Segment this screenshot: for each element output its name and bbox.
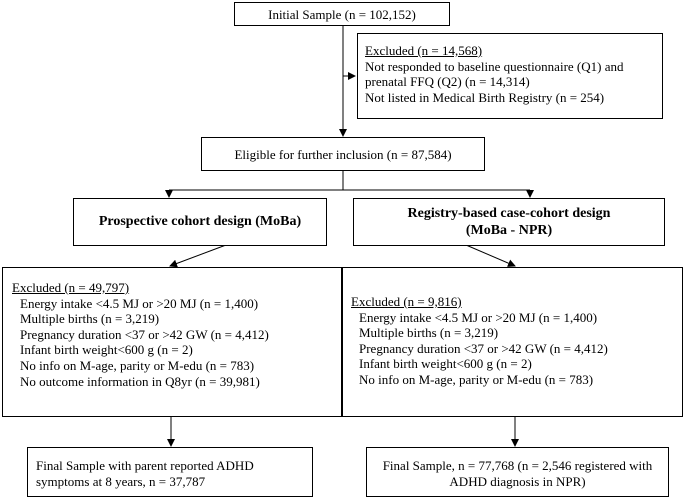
arrow-right-design-to-excluded	[465, 244, 516, 267]
final-left-box: Final Sample with parent reported ADHD s…	[27, 447, 313, 497]
final-right-line-1: Final Sample, n = 77,768 (n = 2,546 regi…	[382, 458, 653, 473]
final-right-box: Final Sample, n = 77,768 (n = 2,546 regi…	[366, 447, 669, 497]
prospective-design-label: Prospective cohort design (MoBa)	[98, 214, 302, 229]
excluded-left-title: Excluded (n = 49,797)	[12, 280, 130, 295]
excluded-top-line-3: Not listed in Medical Birth Registry (n …	[365, 89, 605, 105]
excluded-left-line-3: Pregnancy duration <37 or >42 GW (n = 4,…	[20, 326, 269, 342]
registry-design-box: Registry-based case-cohort design (MoBa …	[353, 198, 665, 246]
excluded-right-line-1: Energy intake <4.5 MJ or >20 MJ (n = 1,4…	[359, 309, 598, 325]
final-left-line-1: Final Sample with parent reported ADHD	[36, 458, 254, 473]
final-right-line-2: ADHD diagnosis in NPR)	[449, 473, 586, 489]
registry-design-line-2: (MoBa - NPR)	[465, 223, 553, 238]
excluded-left-line-4: Infant birth weight<600 g (n = 2)	[20, 342, 193, 358]
excluded-left-line-1: Energy intake <4.5 MJ or >20 MJ (n = 1,4…	[20, 295, 259, 311]
excluded-right-line-5: No info on M-age, parity or M-edu (n = 7…	[359, 371, 594, 387]
excluded-top-line-1: Not responded to baseline questionnaire …	[365, 58, 624, 74]
initial-sample-box: Initial Sample (n = 102,152)	[234, 2, 450, 26]
prospective-design-box: Prospective cohort design (MoBa)	[73, 198, 327, 246]
excluded-top-box: Excluded (n = 14,568) Not responded to b…	[357, 33, 663, 119]
excluded-left-line-6: No outcome information in Q8yr (n = 39,9…	[20, 373, 260, 389]
excluded-right-box: Excluded (n = 9,816) Energy intake <4.5 …	[342, 267, 683, 417]
registry-design-line-1: Registry-based case-cohort design	[407, 206, 611, 221]
final-left-line-2: symptoms at 8 years, n = 37,787	[36, 473, 206, 489]
excluded-right-title: Excluded (n = 9,816)	[351, 294, 462, 309]
excluded-top-line-2: prenatal FFQ (Q2) (n = 14,314)	[365, 74, 530, 90]
excluded-right-line-2: Multiple births (n = 3,219)	[359, 325, 499, 341]
excluded-left-line-2: Multiple births (n = 3,219)	[20, 311, 160, 327]
excluded-right-line-4: Infant birth weight<600 g (n = 2)	[359, 356, 532, 372]
arrow-left-design-to-excluded	[169, 244, 227, 268]
initial-sample-label: Initial Sample (n = 102,152)	[268, 7, 416, 22]
eligible-label: Eligible for further inclusion (n = 87,5…	[234, 147, 452, 162]
excluded-right-line-3: Pregnancy duration <37 or >42 GW (n = 4,…	[359, 340, 608, 356]
excluded-left-box: Excluded (n = 49,797) Energy intake <4.5…	[2, 267, 342, 417]
excluded-left-line-5: No info on M-age, parity or M-edu (n = 7…	[20, 357, 255, 373]
excluded-top-title: Excluded (n = 14,568)	[365, 43, 483, 58]
eligible-box: Eligible for further inclusion (n = 87,5…	[201, 137, 485, 171]
